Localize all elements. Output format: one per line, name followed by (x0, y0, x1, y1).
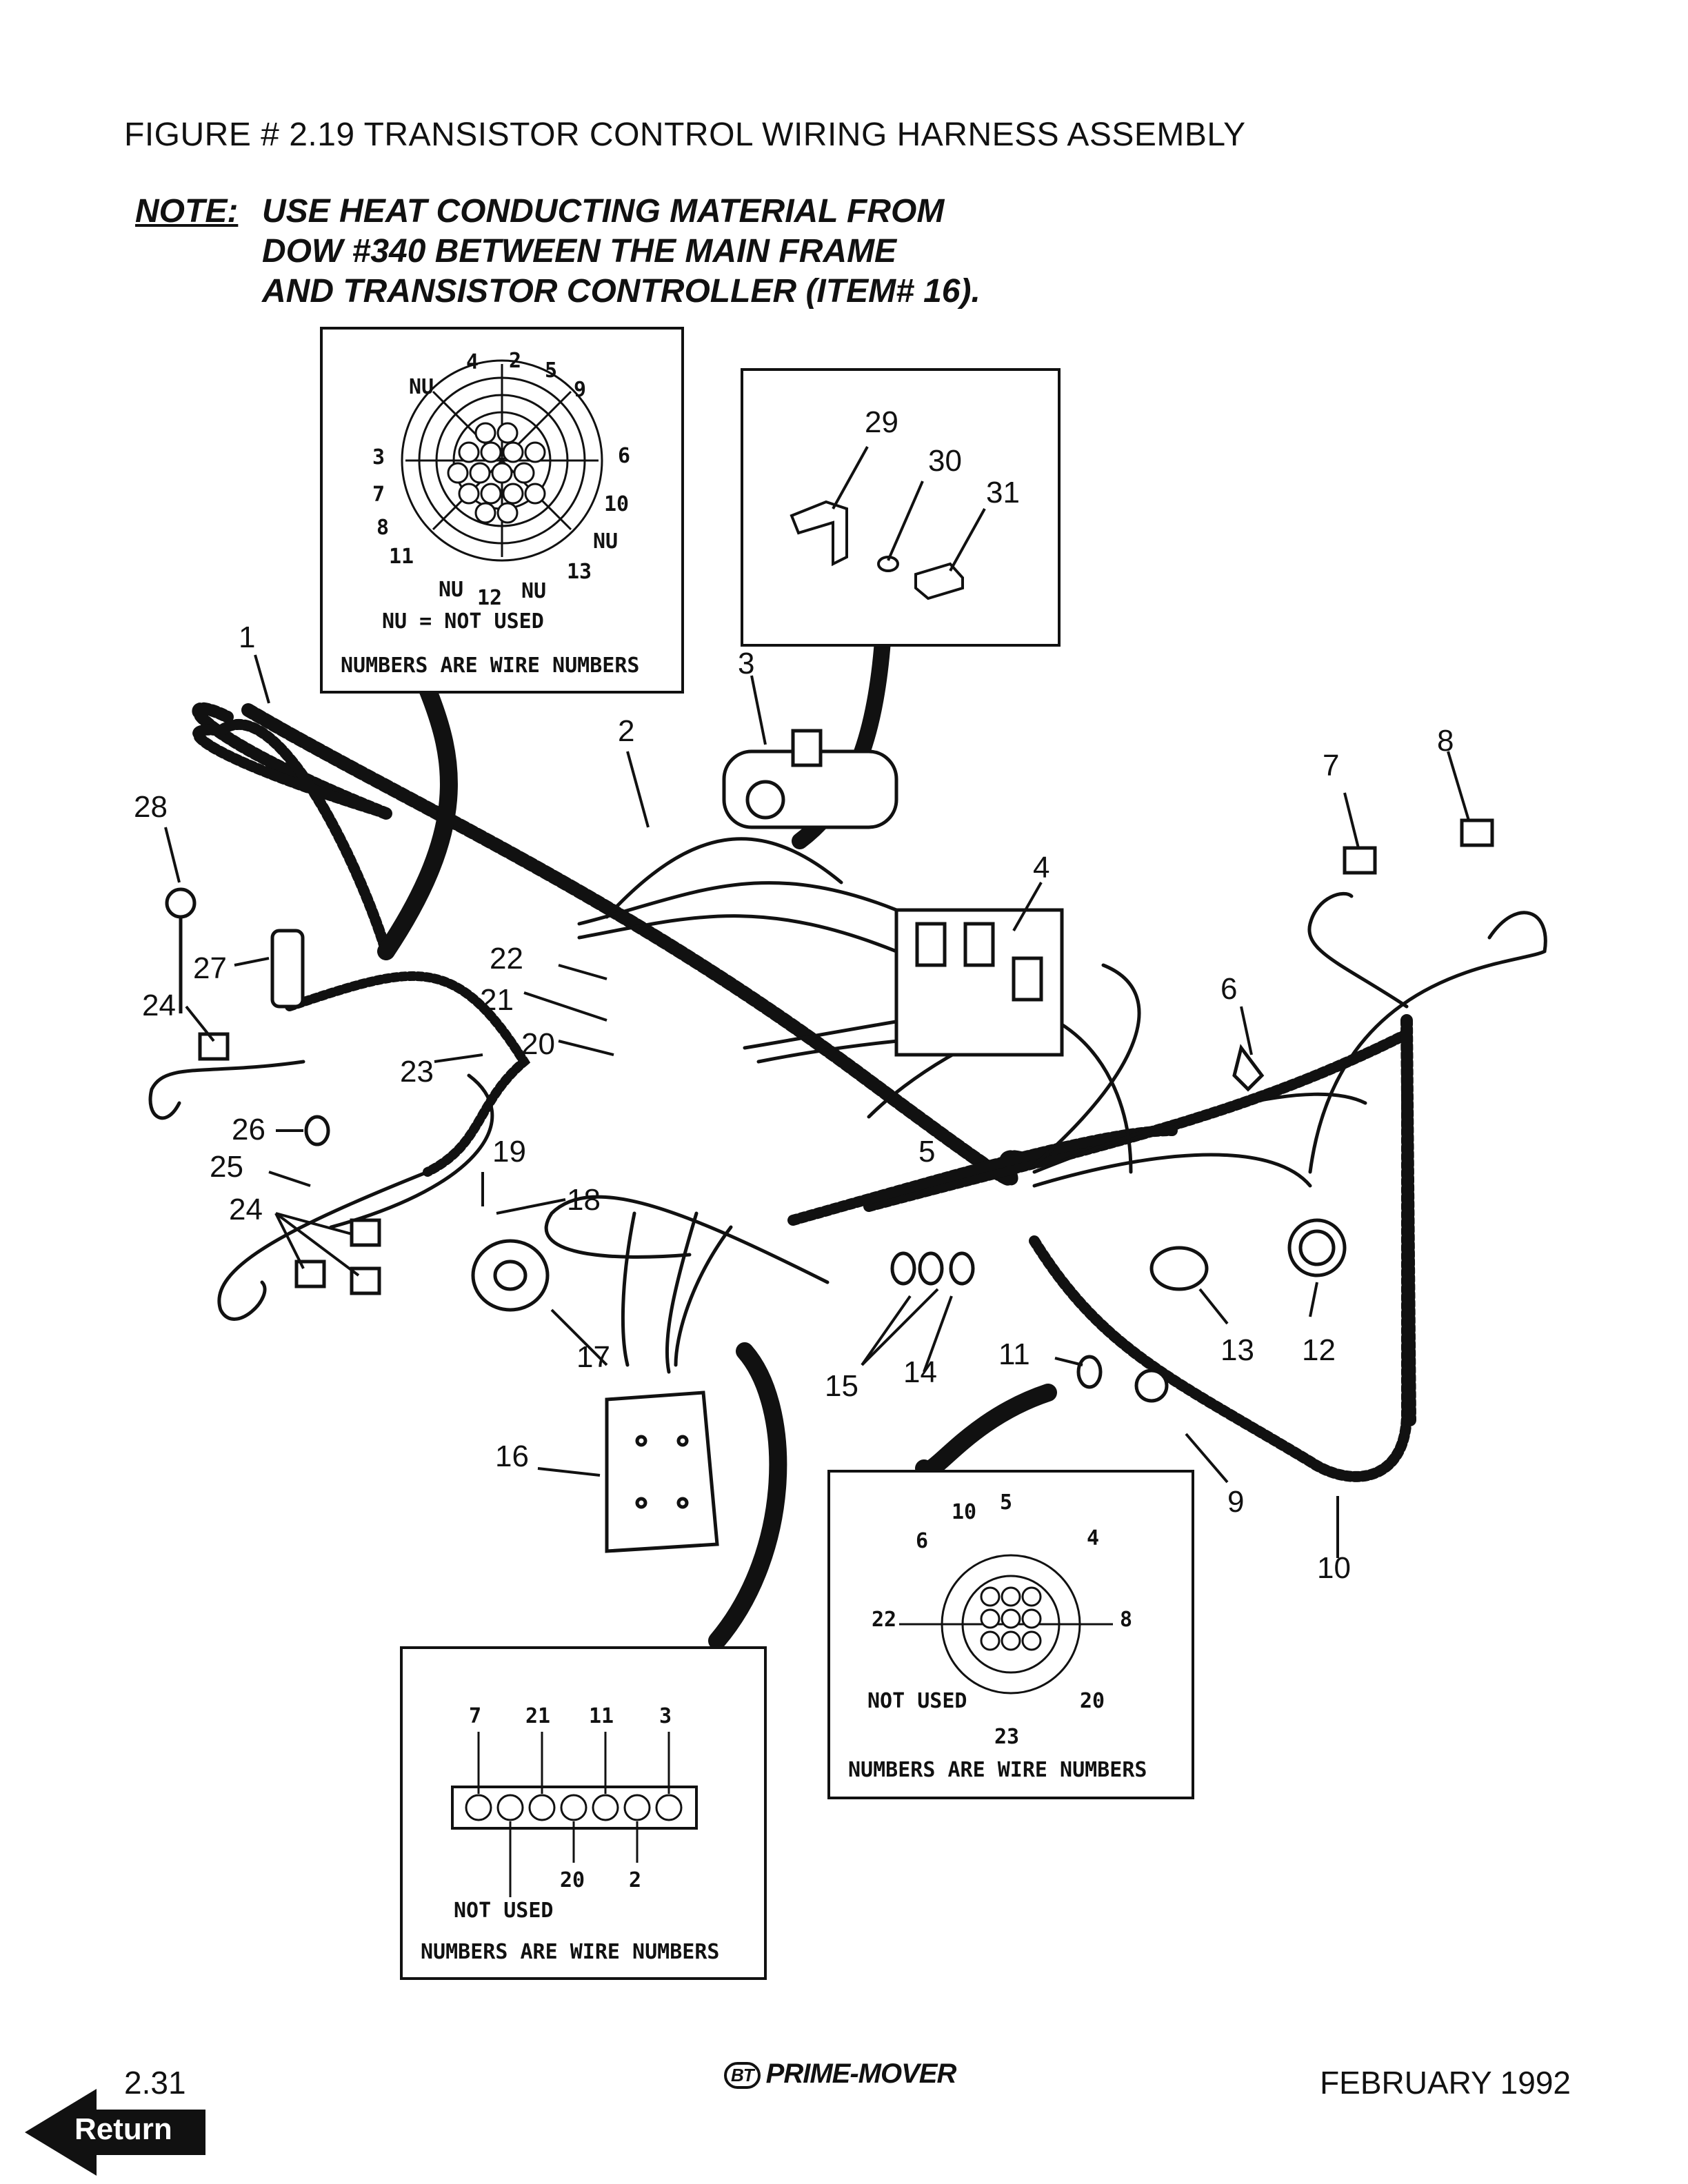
callout-23: 23 (400, 1055, 434, 1089)
pin-label-6: 6 (618, 444, 631, 468)
bracket-hardware-diagram (790, 446, 986, 600)
box-1-caption: NUMBERS ARE WIRE NUMBERS (341, 654, 640, 678)
callout-27: 27 (193, 951, 227, 985)
pin-label-nu-bottom-right: NU (521, 579, 547, 603)
note: NOTE: USE HEAT CONDUCTING MATERIAL FROM … (135, 192, 981, 310)
nu-legend: NU = NOT USED (382, 609, 544, 634)
page-number: 2.31 (124, 2065, 186, 2101)
return-button[interactable]: Return (25, 2089, 211, 2176)
callout-3: 3 (738, 647, 755, 680)
document-date: FEBRUARY 1992 (1320, 2065, 1571, 2101)
pin-label-nu-top: NU (409, 375, 434, 399)
pin-label-8: 8 (376, 516, 390, 540)
callout-12: 12 (1302, 1333, 1336, 1367)
pin-label-nu-bottom-left: NU (439, 578, 464, 602)
callout-24-upper: 24 (142, 989, 176, 1022)
box-2-caption: NUMBERS ARE WIRE NUMBERS (848, 1758, 1147, 1782)
pin-label-10: 10 (604, 492, 630, 516)
callout-28: 28 (134, 790, 168, 824)
return-arrow-icon (25, 2089, 205, 2176)
pin-label-11: 11 (389, 545, 414, 569)
callout-10: 10 (1317, 1551, 1351, 1585)
pin-label-6: 6 (916, 1529, 929, 1553)
pin-label-13: 13 (567, 560, 592, 584)
callout-18: 18 (567, 1183, 601, 1217)
pin-label-23: 23 (994, 1725, 1020, 1749)
box-3-caption: NUMBERS ARE WIRE NUMBERS (421, 1940, 720, 1964)
callout-30: 30 (928, 444, 962, 478)
pin-label-10: 10 (952, 1500, 977, 1524)
connector-detail-box-1: NU 4 2 5 9 3 6 7 10 8 NU 11 13 NU 12 NU … (320, 327, 684, 694)
pin-label-3: 3 (372, 445, 385, 469)
callout-26: 26 (232, 1113, 265, 1146)
callout-2: 2 (618, 714, 635, 748)
callout-20: 20 (521, 1027, 555, 1061)
note-line-3: AND TRANSISTOR CONTROLLER (ITEM# 16). (262, 273, 981, 310)
pin-label-12: 12 (477, 586, 503, 610)
pin-label-4: 4 (1087, 1526, 1100, 1550)
callout-17: 17 (576, 1340, 610, 1374)
callout-24-lower: 24 (229, 1193, 263, 1226)
pin-label-7: 7 (372, 483, 385, 507)
callout-11: 11 (998, 1337, 1030, 1371)
pin-label-5: 5 (545, 358, 558, 383)
wire-label-20: 20 (560, 1868, 585, 1892)
callout-25: 25 (210, 1150, 243, 1184)
callout-6: 6 (1220, 972, 1238, 1006)
callout-4: 4 (1033, 851, 1050, 884)
note-line-2: DOW #340 BETWEEN THE MAIN FRAME (262, 233, 897, 270)
connector-face-diagram (401, 359, 603, 562)
callout-15: 15 (825, 1369, 858, 1403)
wire-label-3: 3 (659, 1704, 672, 1728)
callout-7: 7 (1323, 749, 1340, 782)
wire-label-7: 7 (469, 1704, 482, 1728)
pin-label-9: 9 (574, 378, 587, 402)
pin-label-8: 8 (1120, 1608, 1133, 1632)
wire-label-21: 21 (525, 1704, 551, 1728)
callout-19: 19 (492, 1135, 526, 1169)
callout-31: 31 (986, 476, 1020, 509)
wire-label-11: 11 (589, 1704, 614, 1728)
round-connector-diagram (899, 1554, 1113, 1695)
pin-label-20: 20 (1080, 1689, 1105, 1713)
callout-16: 16 (495, 1439, 529, 1473)
pin-label-nu-right: NU (593, 529, 619, 554)
pin-label-not-used: NOT USED (867, 1689, 967, 1713)
note-label: NOTE: (135, 193, 239, 230)
inline-connector-diagram (451, 1732, 698, 1897)
pin-label-4: 4 (466, 350, 479, 374)
wire-label-2: 2 (629, 1868, 642, 1892)
pin-label-22: 22 (872, 1608, 897, 1632)
callout-21: 21 (480, 983, 514, 1017)
callout-1: 1 (239, 620, 256, 654)
brand-name: PRIME-MOVER (765, 2059, 957, 2089)
connector-detail-box-3: 7 21 11 3 20 2 NOT USED NUMBERS ARE WIRE… (400, 1646, 767, 1980)
callout-22: 22 (490, 942, 523, 975)
callout-13: 13 (1220, 1333, 1254, 1367)
pin-label-2: 2 (509, 349, 522, 373)
return-label: Return (74, 2112, 172, 2146)
hardware-detail-box: 29 30 31 (741, 368, 1061, 647)
connector-detail-box-2: 10 5 6 4 22 8 NOT USED 20 23 NUMBERS ARE… (827, 1470, 1194, 1799)
figure-title: FIGURE # 2.19 TRANSISTOR CONTROL WIRING … (124, 117, 1246, 153)
callout-9: 9 (1227, 1485, 1245, 1519)
callout-5: 5 (918, 1135, 936, 1169)
callout-29: 29 (865, 405, 898, 439)
brand-mark: BT (724, 2061, 761, 2089)
pin-label-not-used: NOT USED (454, 1899, 554, 1923)
pin-label-5: 5 (1000, 1490, 1013, 1515)
callout-14: 14 (903, 1355, 937, 1389)
callout-8: 8 (1437, 724, 1454, 758)
note-line-1: USE HEAT CONDUCTING MATERIAL FROM (262, 193, 945, 230)
